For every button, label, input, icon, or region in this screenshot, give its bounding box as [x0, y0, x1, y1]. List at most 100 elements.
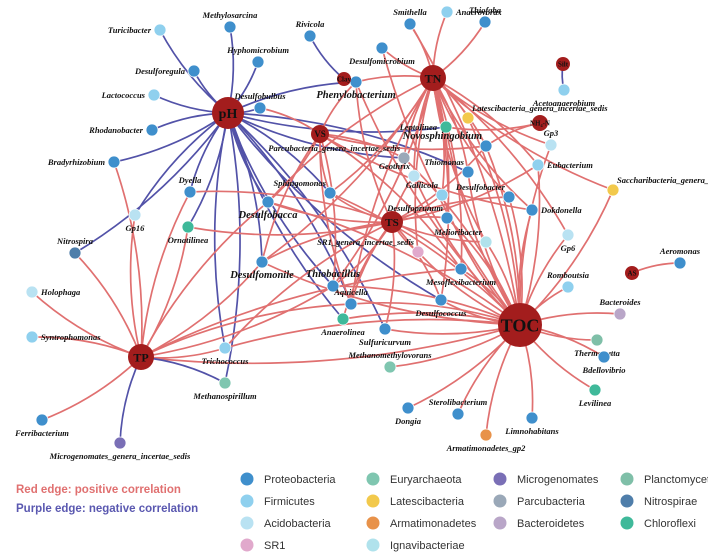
- legend-item-bacteroidetes: Bacteroidetes: [493, 516, 585, 530]
- genus-dot-thiobacillus: [326, 279, 340, 293]
- genus-node-geothrix: Geothrix: [379, 161, 421, 183]
- genus-dot-desulfobacter: [502, 190, 516, 204]
- genus-node-rhodanobacter: Rhodanobacter: [88, 123, 159, 137]
- legend-swatch-microgenomates: [493, 472, 507, 486]
- genus-label-thiofaba: Thiofaba: [469, 5, 502, 15]
- genus-dot-levilinea: [588, 383, 602, 397]
- legend-label-ignavibacteriae: Ignavibacteriae: [390, 540, 465, 552]
- legend-label-chloroflexi: Chloroflexi: [644, 518, 696, 530]
- genus-label-gp6: Gp6: [561, 243, 576, 253]
- genus-node-sphingomonas: Sphingomonas: [274, 178, 337, 200]
- legend-label-bacteroidetes: Bacteroidetes: [517, 518, 585, 530]
- genus-node-limnohabitans: Limnohabitans: [504, 411, 559, 436]
- legend-swatch-firmicutes: [240, 494, 254, 508]
- genus-node-methanomethylovorans: Methanomethylovorans: [347, 350, 432, 374]
- genus-dot-desulfoprunum: [440, 211, 454, 225]
- genus-dot-ornatilinea: [181, 220, 195, 234]
- genus-dot-bacteroides: [613, 307, 627, 321]
- genus-dot-desulfomonile: [255, 255, 269, 269]
- genus-node-bacteroides: Bacteroides: [598, 297, 641, 321]
- genus-dot-dyella: [183, 185, 197, 199]
- genus-dot-acetoanaerobium: [557, 83, 571, 97]
- hub-dot-silt: [556, 57, 570, 71]
- genus-node-nitrospira: Nitrospira: [56, 236, 94, 260]
- genus-node-levilinea: Levilinea: [578, 383, 612, 408]
- edge-tn-eubacterium: [432, 77, 539, 166]
- hub-dot-toc: [498, 303, 542, 347]
- genus-node-gallicola: Gallicola: [406, 180, 449, 202]
- genus-dot-bradyrhizobium: [107, 155, 121, 169]
- genus-node-lactococcus: Lactococcus: [101, 88, 161, 102]
- genus-node-eubacterium: Eubacterium: [531, 158, 593, 172]
- genus-label-desulfoprunum: Desulfoprunum: [386, 203, 443, 213]
- legend-swatch-bacteroidetes: [493, 516, 507, 530]
- genus-dot-dongia: [401, 401, 415, 415]
- genus-dot-turicibacter: [153, 23, 167, 37]
- genus-dot-saccharibacteria-gis: [606, 183, 620, 197]
- genus-dot-limnohabitans: [525, 411, 539, 425]
- edge-tp-holophaga: [31, 291, 142, 358]
- hub-label-clay: Clay: [337, 76, 352, 84]
- genus-label-desulfomonile: Desulfomonile: [229, 270, 294, 281]
- genus-dot-methylosarcina: [223, 20, 237, 34]
- genus-dot-eubacterium: [531, 158, 545, 172]
- genus-node-bradyrhizobium: Bradyrhizobium: [47, 155, 121, 169]
- legend-label-euryarchaeota: Euryarchaeota: [390, 474, 462, 486]
- genus-node-desulfococcus: Desulfococcus: [415, 293, 468, 318]
- edge-tn-desulfobacca: [267, 77, 434, 203]
- legend-label-planctomycetes: Planctomycetes: [644, 474, 708, 486]
- edge-toc-trichococcus: [224, 318, 521, 349]
- genus-dot-gp16: [128, 208, 142, 222]
- genus-label-melioribacter: Melioribacter: [433, 227, 482, 237]
- legend-label-armatimonadetes: Armatimonadetes: [390, 518, 477, 530]
- genus-dot-sr1-gis: [411, 245, 425, 259]
- genus-label-acetoanaerobium: Acetoanaerobium: [532, 98, 596, 108]
- genus-label-desulfococcus: Desulfococcus: [415, 308, 468, 318]
- genus-label-lactococcus: Lactococcus: [101, 90, 146, 100]
- edge-ts-trichococcus: [224, 221, 393, 349]
- genus-node-acetoanaerobium: Acetoanaerobium: [532, 83, 596, 108]
- hub-node-as: AS: [625, 266, 639, 280]
- genus-node-desulfobacter: Desulfobacter: [455, 182, 516, 204]
- genus-label-anaerovorax: Anaerovorax: [455, 7, 503, 17]
- genus-node-rivicola: Rivicola: [295, 19, 325, 43]
- edge-tn-dokdonella: [432, 77, 533, 211]
- genus-label-leptolinea: Leptolinea: [399, 122, 438, 132]
- genus-node-gp16: Gp16: [126, 208, 145, 233]
- edge-ph-sulfuricurvum: [227, 112, 386, 330]
- hub-node-ph: pH: [212, 97, 244, 129]
- genus-dot-anaerovorax: [440, 5, 454, 19]
- hub-node-nh4n: NH₄-N: [530, 115, 550, 131]
- genus-label-thiobacillus: Thiobacillus: [306, 269, 360, 280]
- edge-tp-nitrospira: [74, 252, 142, 358]
- genus-dot-smithella: [403, 17, 417, 31]
- genus-label-mesoflexibacterium: Mesoflexibacterium: [425, 277, 496, 287]
- genus-dot-armatimonadetes-gp2: [479, 428, 493, 442]
- hub-dot-tp: [128, 344, 154, 370]
- genus-node-aeromonas: Aeromonas: [659, 246, 701, 270]
- genus-label-gallicola: Gallicola: [406, 180, 439, 190]
- edge-vs-thiobacillus: [319, 133, 337, 287]
- edge-ts-desulfobacter: [391, 196, 510, 223]
- genus-label-thermogutta: Thermogutta: [574, 348, 621, 358]
- edge-vs-mesoflexibacterium: [319, 133, 462, 270]
- genus-node-sr1-gis: SR1_genera_incertae_sedis: [317, 237, 425, 259]
- edge-toc-desulfomonile: [261, 261, 521, 326]
- genus-node-turicibacter: Turicibacter: [108, 23, 167, 37]
- edge-toc-phenylobacterium: [355, 81, 521, 326]
- genus-label-hyphomicrobium: Hyphomicrobium: [226, 45, 289, 55]
- genus-label-dokdonella: Dokdonella: [540, 205, 582, 215]
- genus-label-geothrix: Geothrix: [379, 161, 411, 171]
- legend-swatch-chloroflexi: [620, 516, 634, 530]
- genus-nodes-layer: TuricibacterMethylosarcinaRivicolaSmithe…: [14, 5, 708, 461]
- genus-node-gp6: Gp6: [561, 228, 576, 253]
- genus-dot-desulfomicrobium: [375, 41, 389, 55]
- edge-ts-desulfobacca: [267, 201, 393, 224]
- genus-node-aquicella: Aquicella: [333, 287, 369, 311]
- hub-label-tn: TN: [425, 71, 442, 85]
- genus-dot-phenylobacterium: [349, 75, 363, 89]
- hub-node-silt: Silt: [556, 57, 570, 71]
- edge-toc-smithella: [409, 23, 521, 326]
- hub-dot-tn: [420, 65, 446, 91]
